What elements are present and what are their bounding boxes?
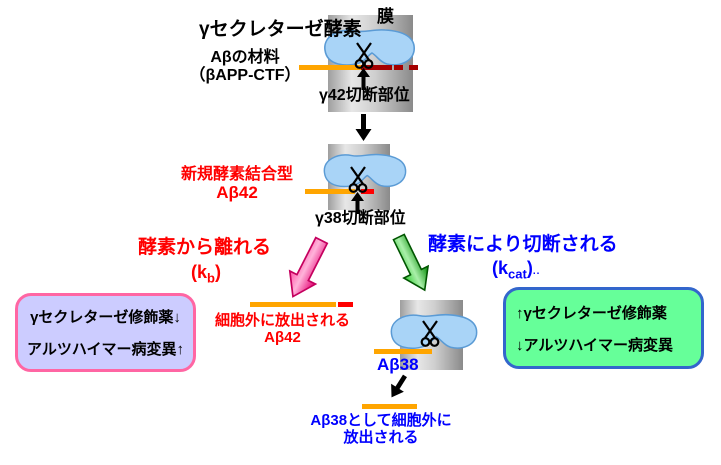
gamma-secretase-label: γセクレターゼ酵素	[199, 19, 362, 40]
gamma42-site-label: γ42切断部位	[319, 87, 410, 104]
scissors-icon-top	[352, 40, 376, 70]
released-ab42-line2: Aβ42	[264, 329, 301, 346]
ab38-label: Aβ38	[377, 355, 419, 374]
kb-suffix: )	[214, 262, 221, 282]
gamma38-site-label: γ38切断部位	[315, 210, 406, 227]
down-arrow-step1	[355, 114, 372, 142]
gsm-up-box: ↑γセクレターゼ修飾薬 ↓アルツハイマー病変異	[503, 287, 704, 369]
substrate-label: Aβの材料 （βAPP-CTF）	[188, 49, 302, 85]
released-ab42-label: 細胞外に放出される Aβ42	[205, 312, 360, 346]
released-ab38-line2: 放出される	[343, 429, 419, 446]
released-ab38-strand-orange	[362, 404, 417, 409]
membrane-label: 膜	[377, 7, 394, 26]
ab38-strand-orange	[374, 349, 432, 354]
substrate-strand-orange-top	[299, 65, 361, 70]
released-ab42-line1: 細胞外に放出される	[214, 312, 350, 329]
scissors-icon-bottom	[418, 318, 442, 348]
ab42-strand-orange-mid	[305, 189, 355, 194]
gsm-up-box-line2: ↓アルツハイマー病変異	[516, 336, 674, 354]
kb-sub: b	[207, 270, 215, 286]
kcat-trail-dots: ..	[532, 266, 541, 277]
kcat-rate-label: (kcat)..	[492, 258, 540, 282]
kcat-suffix: )	[526, 258, 533, 278]
gsm-down-box-line1: γセクレターゼ修飾薬↓	[30, 308, 181, 326]
released-ab38-line1: Aβ38として細胞外に	[310, 412, 452, 429]
released-ab42-strand-orange	[250, 302, 336, 307]
released-ab42-strand-red	[338, 302, 353, 307]
enzyme-bound-ab42-label: 新規酵素結合型 Aβ42	[172, 166, 302, 202]
substrate-label-line1: Aβの材料	[210, 49, 280, 66]
gsm-up-box-line1: ↑γセクレターゼ修飾薬	[516, 304, 667, 322]
released-ab38-label: Aβ38として細胞外に 放出される	[288, 412, 474, 446]
detach-branch-arrow	[277, 231, 336, 306]
ab42-strand-red-mid	[361, 189, 374, 194]
enzyme-bound-ab42-line1: 新規酵素結合型	[180, 166, 293, 183]
substrate-label-line2: （βAPP-CTF）	[189, 67, 301, 84]
enzyme-bound-ab42-line2: Aβ42	[216, 183, 258, 202]
kb-rate-label: (kb)	[191, 262, 221, 286]
substrate-strand-dashed-top	[394, 65, 422, 70]
kb-prefix: (k	[191, 262, 208, 282]
release-arrow-ab38	[383, 370, 412, 404]
substrate-strand-darkred-top	[361, 65, 392, 70]
scissors-icon-mid	[346, 164, 370, 194]
gsm-down-box: γセクレターゼ修飾薬↓ アルツハイマー病変異↑	[15, 293, 196, 372]
cleave-branch-title: 酵素により切断される	[428, 234, 618, 255]
kcat-sub: cat	[508, 266, 527, 282]
kcat-prefix: (k	[492, 258, 509, 278]
gsm-down-box-line2: アルツハイマー病変異↑	[26, 341, 185, 359]
detach-branch-title: 酵素から離れる	[138, 237, 272, 258]
